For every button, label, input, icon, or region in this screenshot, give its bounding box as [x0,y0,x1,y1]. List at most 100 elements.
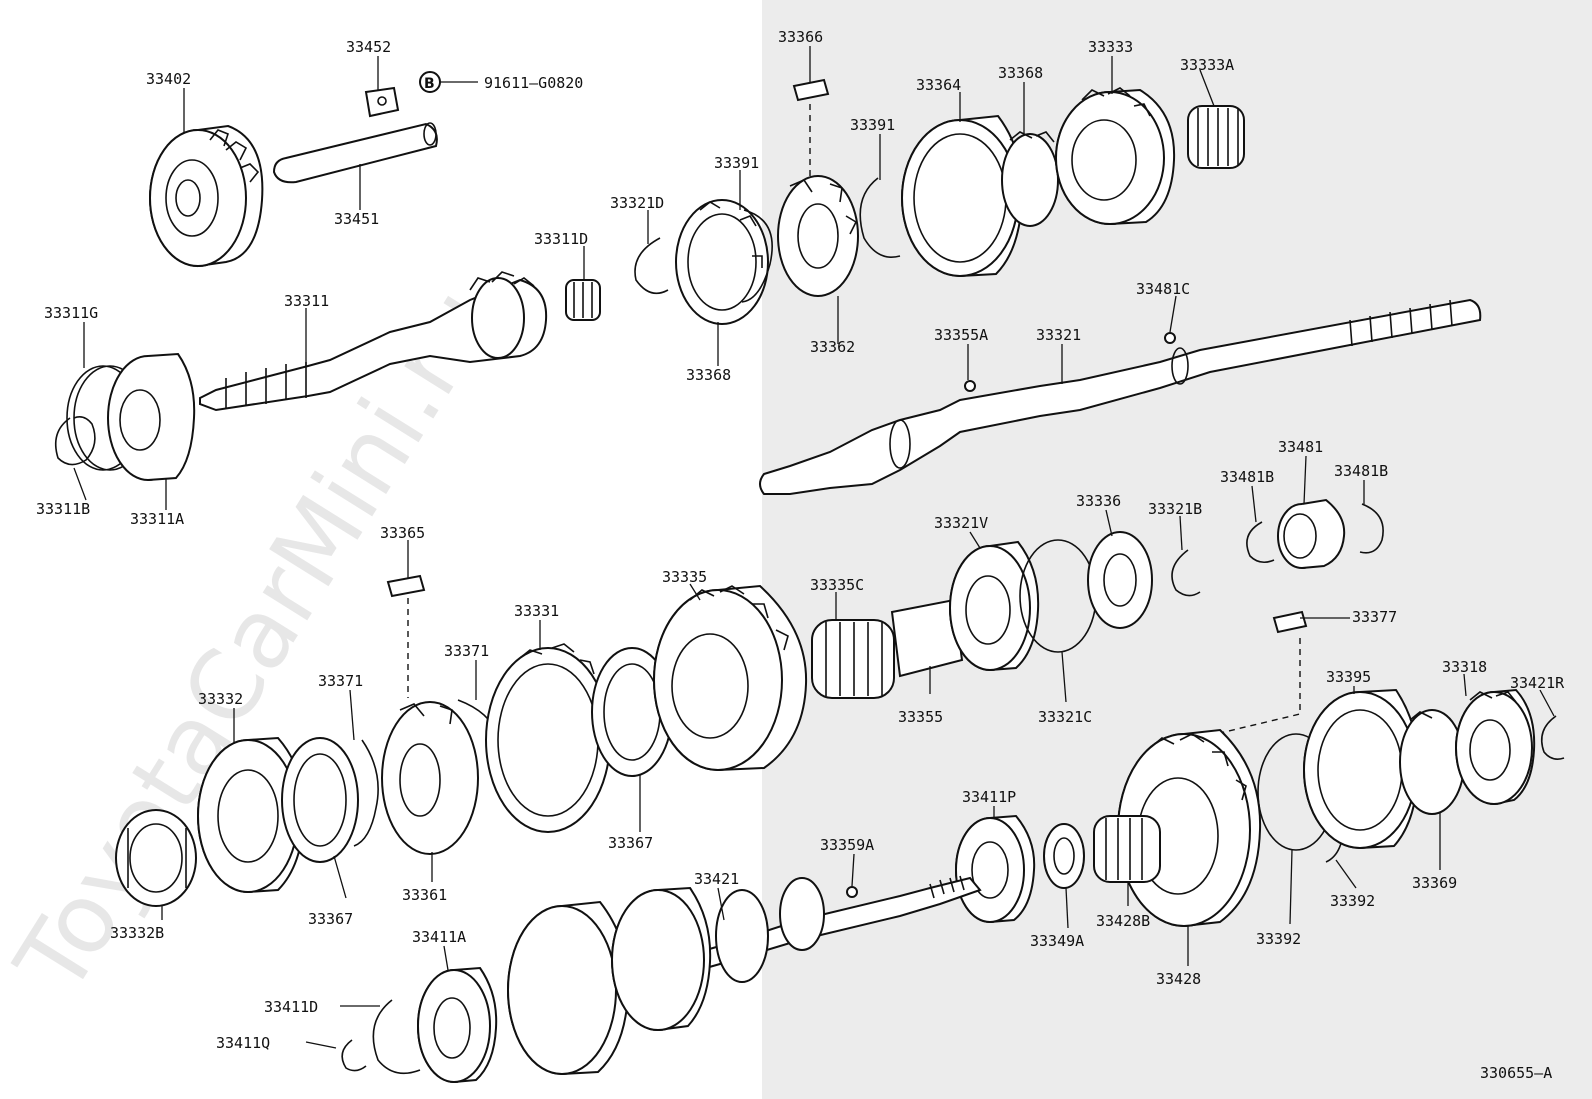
diagram-code: 330655–A [1480,1064,1552,1082]
part-33336-sleeve[interactable] [1087,531,1153,629]
part-33481B-ring-left[interactable] [1246,521,1275,564]
label-33428B: 33428B [1096,912,1150,930]
part-33331-sleeve[interactable] [485,643,611,833]
label-33321B: 33321B [1148,500,1202,518]
part-33311B-snap-ring[interactable] [54,416,96,466]
label-33481C: 33481C [1136,280,1190,298]
label-33332: 33332 [198,690,243,708]
label-33311B: 33311B [36,500,90,518]
part-33349A-spacer[interactable] [1043,823,1085,889]
label-33368-upper: 33368 [998,64,1043,82]
part-33311-input-shaft[interactable] [199,271,548,412]
part-33371-key-spring-left[interactable] [353,739,379,847]
label-33368-lower: 33368 [686,366,731,384]
part-33362-hub-sleeve[interactable] [777,175,859,297]
part-33359A-ball[interactable] [846,886,858,898]
label-33311: 33311 [284,292,329,310]
part-33311D-needle-bearing[interactable] [565,279,601,321]
label-33367-right: 33367 [608,834,653,852]
part-33369-hub[interactable] [1399,709,1465,815]
label-33411Q: 33411Q [216,1034,270,1052]
label-33481B-right: 33481B [1334,462,1388,480]
part-33367-synchro-ring-left[interactable] [281,737,359,863]
part-33391-key-spring-upper[interactable] [741,209,773,303]
part-33402-gear[interactable] [149,124,264,268]
part-33377-shifting-key[interactable] [1272,610,1308,634]
part-33361-hub[interactable] [381,701,479,855]
part-33481-bushing[interactable] [1277,498,1346,569]
label-33367-left: 33367 [308,910,353,928]
part-33428B-needle-bearing[interactable] [1093,815,1161,883]
label-33311G: 33311G [44,304,98,322]
part-33411A-bearing[interactable] [417,966,498,1083]
part-labels: 33402 33452 91611–G0820 33451 33366 3333… [36,28,1565,1082]
part-33318-gear[interactable] [1455,688,1536,805]
part-33333-gear[interactable] [1055,87,1176,225]
label-33391-right: 33391 [850,116,895,134]
part-33355A-ball[interactable] [964,380,976,392]
part-33321V-bearing[interactable] [949,540,1040,671]
label-33392-upper: 33392 [1330,892,1375,910]
part-91611-bolt[interactable]: B [419,71,478,93]
part-33332B-needle-bearing[interactable] [115,809,197,907]
label-33452: 33452 [346,38,391,56]
label-91611-g0820: 91611–G0820 [484,74,583,92]
label-33369: 33369 [1412,874,1457,892]
part-33355-shaft-collar[interactable] [890,598,964,678]
part-33421-counter-gear-shaft[interactable] [507,875,982,1075]
part-33421R-snap-ring[interactable] [1540,715,1565,760]
part-33395-synchro-ring[interactable] [1303,688,1420,849]
part-33321D-snap-ring[interactable] [634,237,669,295]
label-33411D: 33411D [264,998,318,1016]
label-33481B-left: 33481B [1220,468,1274,486]
label-33395: 33395 [1326,668,1371,686]
label-33481: 33481 [1278,438,1323,456]
label-33377: 33377 [1352,608,1397,626]
label-33391-left: 33391 [714,154,759,172]
part-33481B-ring-right[interactable] [1359,503,1384,554]
part-33335C-needle-bearing[interactable] [811,619,895,699]
part-33481C-ball[interactable] [1164,332,1176,344]
label-33349A: 33349A [1030,932,1084,950]
label-33311A: 33311A [130,510,184,528]
leader-lines [73,46,1555,1049]
label-33333A: 33333A [1180,56,1234,74]
label-33366: 33366 [778,28,823,46]
label-33359A: 33359A [820,836,874,854]
part-33368-synchro-ring-upper[interactable] [675,199,769,325]
callout-letter-b: B [424,76,435,92]
label-33364: 33364 [916,76,961,94]
label-33355: 33355 [898,708,943,726]
part-33366-shifting-key[interactable] [792,78,830,102]
part-33391-key-spring-b[interactable] [859,177,901,258]
part-33367-synchro-ring-right[interactable] [591,647,673,777]
label-33318: 33318 [1442,658,1487,676]
label-33321C: 33321C [1038,708,1092,726]
part-33321B-snap-ring[interactable] [1171,549,1201,597]
label-33451: 33451 [334,210,379,228]
label-33321D: 33321D [610,194,664,212]
part-33411Q-clip[interactable] [341,1039,367,1072]
label-33402: 33402 [146,70,191,88]
part-33311A-bearing[interactable] [107,352,196,481]
part-33411D-snap-ring[interactable] [372,999,421,1075]
label-33332B: 33332B [110,924,164,942]
label-33333: 33333 [1088,38,1133,56]
part-33411P-bearing[interactable] [955,814,1036,923]
label-33335C: 33335C [810,576,864,594]
label-33371-right: 33371 [444,642,489,660]
label-33361: 33361 [402,886,447,904]
label-33321: 33321 [1036,326,1081,344]
part-33335-gear[interactable] [653,584,808,771]
part-33365-shifting-key[interactable] [386,574,426,598]
part-33452-plate[interactable] [364,86,400,118]
part-33451-shaft[interactable] [272,122,438,184]
part-33321-output-shaft[interactable] [759,298,1482,495]
dashed-leader-33377 [1215,638,1301,776]
label-33392-lower: 33392 [1256,930,1301,948]
label-33421: 33421 [694,870,739,888]
part-33368-synchro-ring-b[interactable] [1001,131,1059,227]
part-33333A-needle-bearing[interactable] [1187,105,1245,169]
